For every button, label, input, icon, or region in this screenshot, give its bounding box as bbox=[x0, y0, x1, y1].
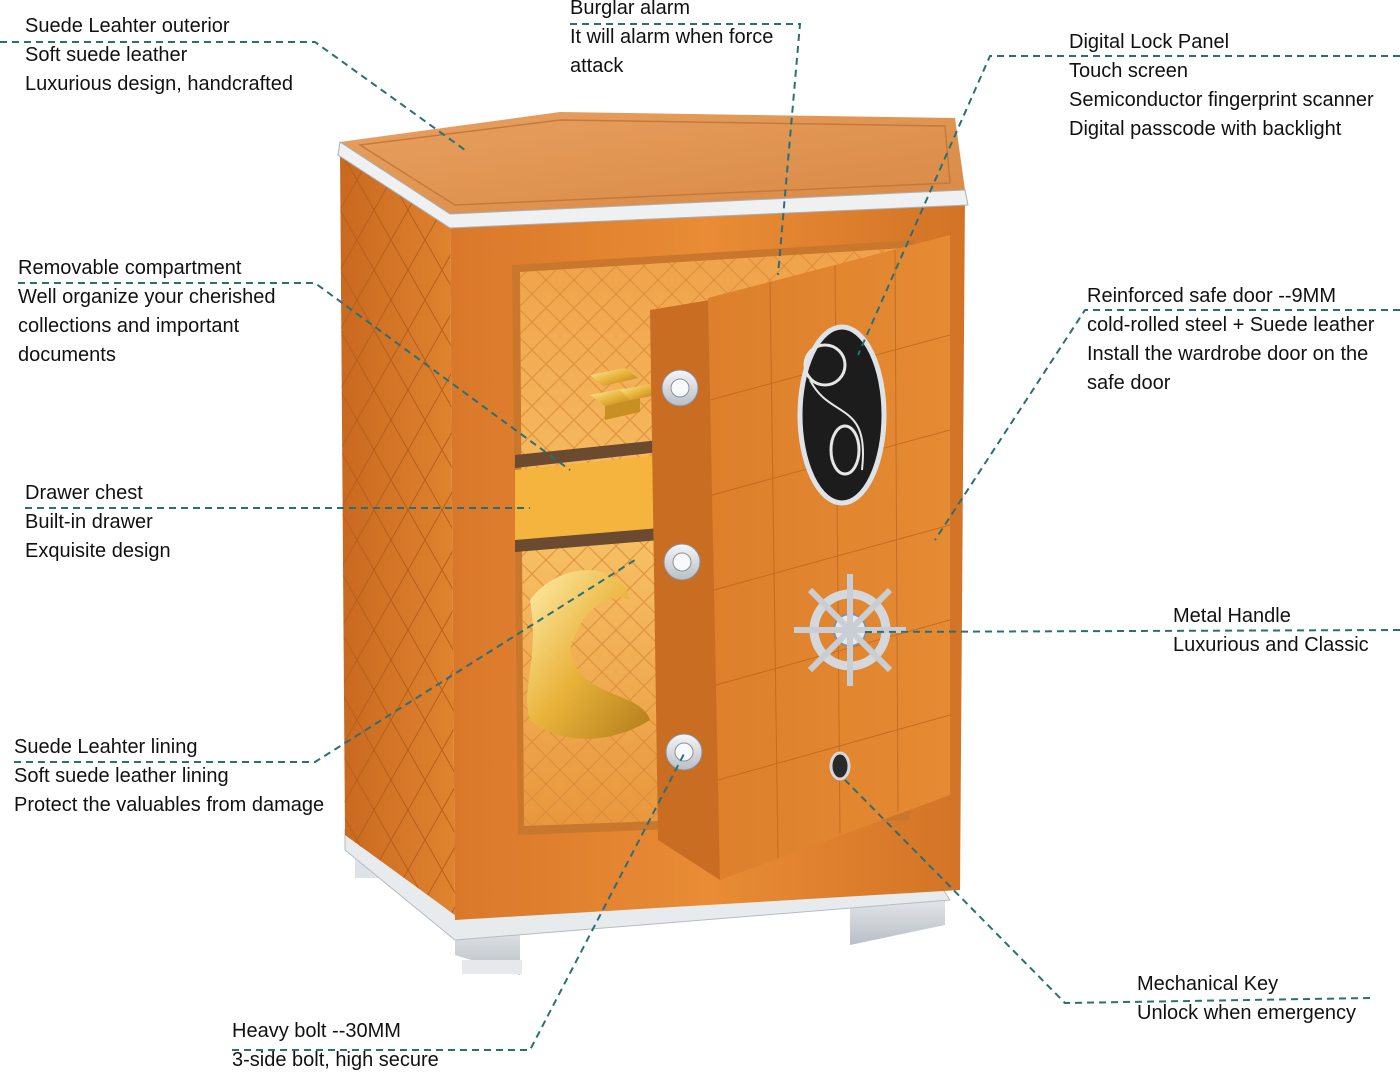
callout-line: 3-side bolt, high secure bbox=[232, 1049, 439, 1071]
callout-line: Well organize your cherished bbox=[18, 286, 276, 308]
callout-title: Mechanical Key bbox=[1137, 973, 1279, 995]
leader-removable-compartment bbox=[18, 282, 571, 471]
callout-line: Semiconductor fingerprint scanner bbox=[1069, 89, 1374, 111]
callout-metal-handle: Metal Handle Luxurious and Classic bbox=[1173, 602, 1369, 660]
callout-line: Soft suede leather lining bbox=[14, 765, 229, 787]
callout-reinforced-door: Reinforced safe door --9MM cold-rolled s… bbox=[1087, 282, 1374, 398]
top-metal-trim bbox=[337, 141, 969, 229]
bolt-icon bbox=[661, 369, 703, 771]
callout-line: Touch screen bbox=[1069, 60, 1188, 82]
drawer bbox=[515, 455, 660, 545]
gold-sculpture bbox=[527, 570, 650, 739]
callout-title: Heavy bolt --30MM bbox=[232, 1020, 401, 1042]
callout-suede-lining: Suede Leahter lining Soft suede leather … bbox=[14, 733, 324, 820]
leader-mechanical-key bbox=[844, 779, 1371, 1005]
callout-line: Luxurious design, handcrafted bbox=[25, 73, 293, 95]
callout-line: Install the wardrobe door on the bbox=[1087, 343, 1369, 365]
callout-line: attack bbox=[570, 55, 624, 77]
callout-line: Protect the valuables from damage bbox=[14, 794, 325, 816]
callout-line: safe door bbox=[1087, 372, 1171, 394]
callout-title: Metal Handle bbox=[1173, 605, 1291, 627]
leader-heavy-bolt bbox=[232, 751, 686, 1051]
callout-suede-exterior: Suede Leahter outerior Soft suede leathe… bbox=[25, 12, 293, 99]
callout-title: Digital Lock Panel bbox=[1069, 31, 1230, 53]
callout-line: Digital passcode with backlight bbox=[1069, 118, 1342, 140]
callout-line: documents bbox=[18, 344, 116, 366]
callout-line: Luxurious and Classic bbox=[1173, 634, 1369, 656]
callout-line: It will alarm when force bbox=[570, 26, 774, 48]
leader-reinforced-door bbox=[934, 309, 1400, 541]
leader-lines bbox=[0, 23, 1400, 1051]
callout-line: cold-rolled steel + Suede leather bbox=[1087, 314, 1375, 336]
top-panel bbox=[340, 112, 965, 214]
callout-line: Unlock when emergency bbox=[1137, 1002, 1356, 1024]
callout-drawer-chest: Drawer chest Built-in drawer Exquisite d… bbox=[25, 479, 171, 566]
keyhole-icon bbox=[829, 751, 851, 781]
leader-digital-lock bbox=[857, 55, 1400, 356]
callout-line: Exquisite design bbox=[25, 540, 171, 562]
fingerprint-lock-icon bbox=[797, 324, 887, 506]
callout-heavy-bolt: Heavy bolt --30MM 3-side bolt, high secu… bbox=[232, 1017, 439, 1075]
callout-line: Built-in drawer bbox=[25, 511, 153, 533]
leader-burglar-alarm bbox=[570, 23, 802, 276]
gold-bars bbox=[590, 368, 658, 420]
callout-title: Removable compartment bbox=[18, 257, 242, 279]
upper-shelf bbox=[515, 440, 660, 468]
callout-title: Drawer chest bbox=[25, 482, 143, 504]
callout-title: Burglar alarm bbox=[570, 0, 691, 19]
callout-removable-compartment: Removable compartment Well organize your… bbox=[18, 254, 276, 370]
leader-suede-exterior bbox=[0, 41, 466, 151]
callout-line: collections and important bbox=[18, 315, 240, 337]
leader-metal-handle bbox=[859, 629, 1400, 633]
leader-suede-lining bbox=[14, 559, 636, 763]
safe-door bbox=[650, 235, 951, 880]
callout-mechanical-key: Mechanical Key Unlock when emergency bbox=[1137, 970, 1356, 1028]
callout-title: Suede Leahter outerior bbox=[25, 15, 230, 37]
callout-burglar-alarm: Burglar alarm It will alarm when force a… bbox=[570, 0, 773, 81]
callout-title: Suede Leahter lining bbox=[14, 736, 198, 758]
callout-line: Soft suede leather bbox=[25, 44, 188, 66]
callout-digital-lock: Digital Lock Panel Touch screen Semicond… bbox=[1069, 28, 1374, 144]
callout-title: Reinforced safe door --9MM bbox=[1087, 285, 1336, 307]
ship-wheel-handle-icon bbox=[794, 574, 906, 686]
